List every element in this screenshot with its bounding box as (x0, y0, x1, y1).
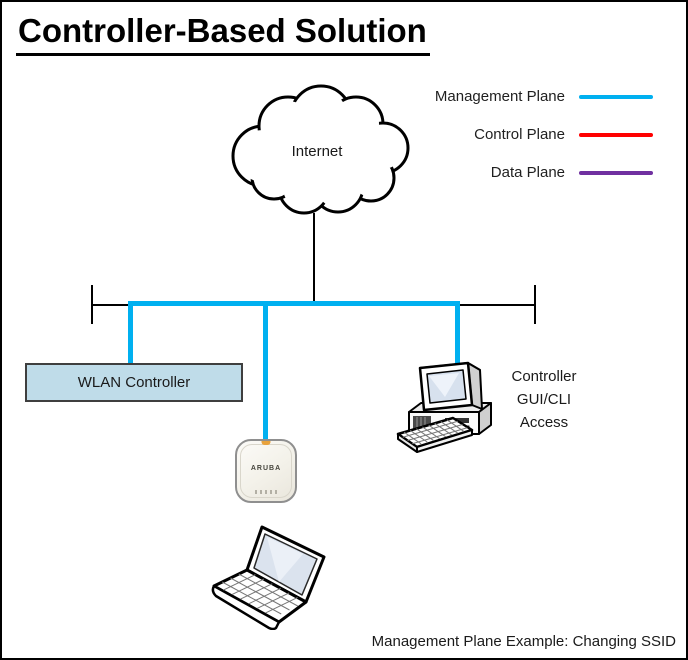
legend-row-data: Data Plane (422, 163, 653, 182)
access-point-brand-label: ARUBA (250, 465, 282, 472)
access-point-ports (237, 490, 295, 494)
legend-label-management-plane: Management Plane (434, 88, 565, 105)
management-plane-line-swatch (579, 94, 653, 99)
wlan-controller-label: WLAN Controller (77, 374, 191, 391)
legend-row-management: Management Plane (422, 87, 653, 106)
internet-label: Internet (291, 143, 343, 160)
page-title: Controller-Based Solution (16, 10, 430, 57)
cloud-icon (231, 84, 410, 215)
access-point-led (261, 441, 271, 445)
legend-label-control-plane: Control Plane (474, 126, 565, 143)
desktop-pc-icon (396, 361, 492, 453)
legend: Management Plane Control Plane Data Plan… (422, 87, 653, 182)
bus-end-tick-left (91, 285, 93, 324)
legend-row-control: Control Plane (422, 125, 653, 144)
mgmt-plane-drop-access-point (263, 301, 268, 442)
admin-pc-label: Controller GUI/CLI Access (511, 368, 577, 431)
cloud-stem-line (313, 213, 315, 305)
wlan-controller-node: WLAN Controller (25, 363, 243, 402)
mgmt-plane-drop-admin-pc (455, 301, 460, 369)
bus-end-tick-right (534, 285, 536, 324)
access-point-icon: ARUBA (235, 439, 297, 503)
mgmt-plane-horizontal-line (128, 301, 460, 306)
bottom-caption: Management Plane Example: Changing SSID (371, 633, 676, 650)
data-plane-line-swatch (579, 170, 653, 175)
control-plane-line-swatch (579, 132, 653, 137)
mgmt-plane-drop-wlan-controller (128, 301, 133, 364)
laptop-icon (211, 525, 326, 630)
legend-label-data-plane: Data Plane (490, 164, 565, 181)
